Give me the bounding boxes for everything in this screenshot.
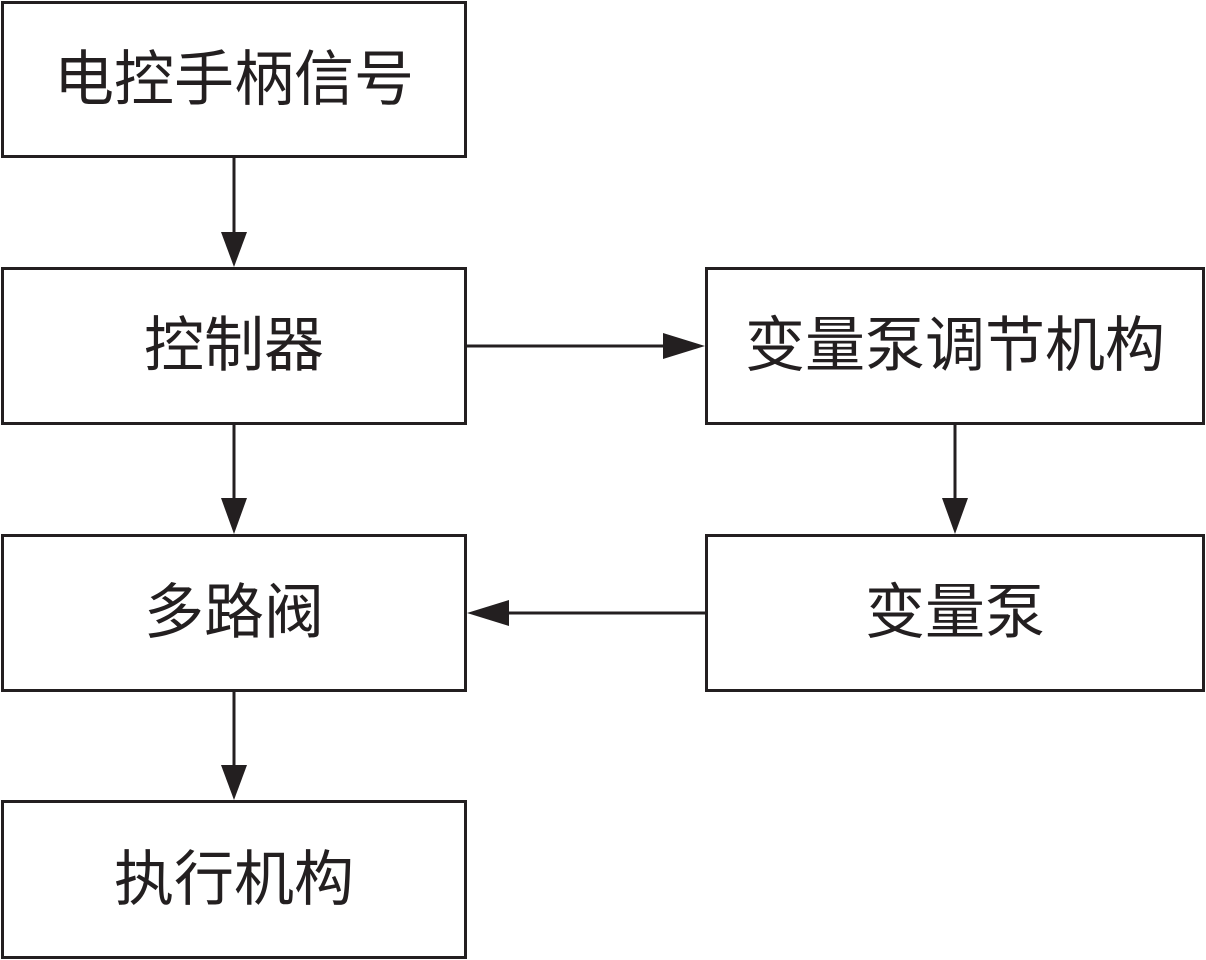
edge-handle-to-controller [221, 158, 247, 267]
node-controller: 控制器 [1, 267, 467, 425]
arrowhead [663, 333, 705, 359]
arrowhead [221, 232, 247, 267]
node-multi-valve-label: 多路阀 [144, 578, 324, 648]
arrowhead [942, 498, 968, 534]
node-variable-pump-label: 变量泵 [865, 578, 1045, 648]
arrowhead [467, 600, 509, 626]
node-variable-pump: 变量泵 [705, 534, 1205, 692]
node-pump-regulator: 变量泵调节机构 [705, 267, 1205, 425]
node-handle-signal: 电控手柄信号 [1, 1, 467, 158]
node-handle-signal-label: 电控手柄信号 [54, 44, 414, 115]
edge-regulator-to-pump [942, 425, 968, 534]
node-controller-label: 控制器 [144, 311, 324, 381]
node-actuator: 执行机构 [1, 800, 467, 959]
arrowhead [221, 765, 247, 800]
edge-controller-to-valve [221, 425, 247, 534]
node-pump-regulator-label: 变量泵调节机构 [745, 311, 1165, 381]
node-multi-valve: 多路阀 [1, 534, 467, 692]
edge-controller-to-regulator [467, 333, 705, 359]
arrowhead [221, 498, 247, 534]
edge-valve-to-actuator [221, 692, 247, 800]
edge-pump-to-valve [467, 600, 705, 626]
node-actuator-label: 执行机构 [114, 844, 354, 915]
